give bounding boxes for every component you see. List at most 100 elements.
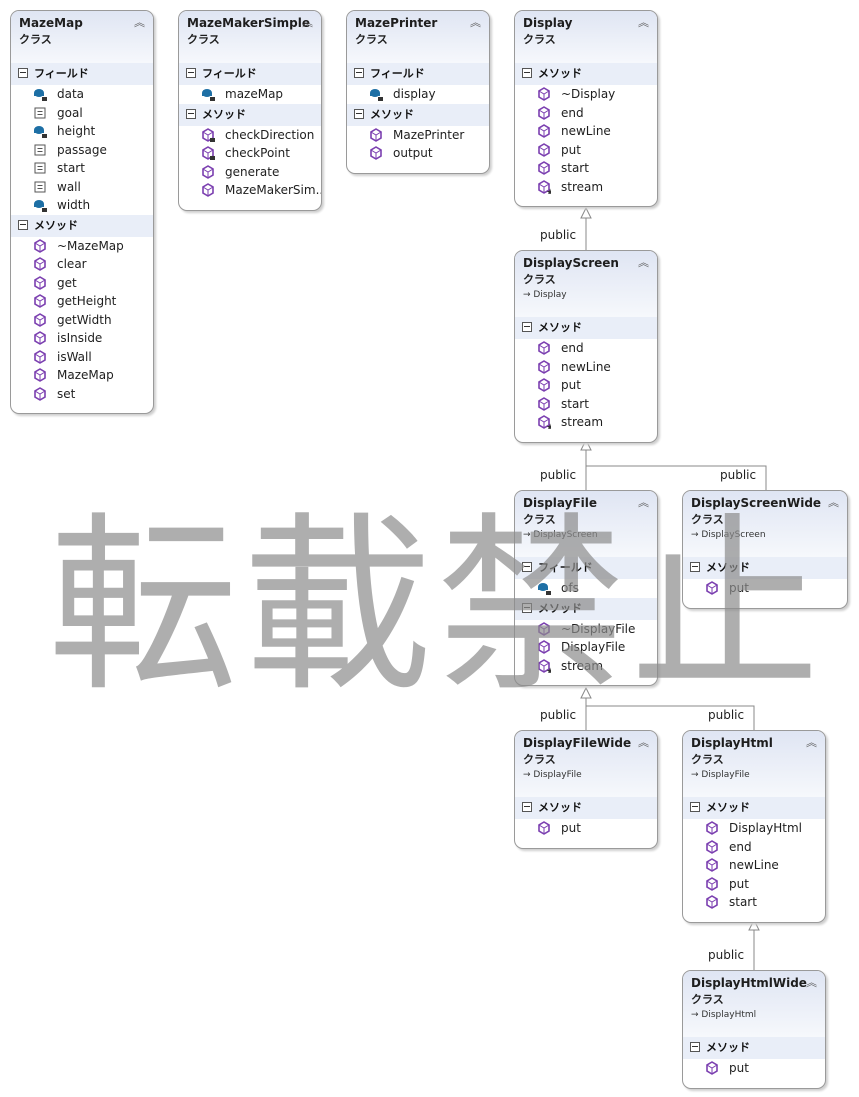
section-methods[interactable]: メソッド <box>683 1037 825 1059</box>
member-item[interactable]: isInside <box>11 329 153 348</box>
class-name: DisplayHtml <box>691 736 773 750</box>
collapse-icon[interactable]: ︽ <box>638 496 649 509</box>
member-item[interactable]: end <box>683 838 825 857</box>
member-item[interactable]: start <box>515 159 657 178</box>
member-item[interactable]: get <box>11 274 153 293</box>
member-item[interactable]: data <box>11 85 153 104</box>
member-item[interactable]: MazeMakerSim... <box>179 181 321 200</box>
section-methods[interactable]: メソッド <box>11 214 153 237</box>
section-methods[interactable]: メソッド <box>515 797 657 819</box>
member-item[interactable]: display <box>347 85 489 104</box>
section-methods[interactable]: メソッド <box>347 103 489 126</box>
collapse-toggle-icon[interactable] <box>522 68 532 78</box>
collapse-toggle-icon[interactable] <box>690 1042 700 1052</box>
member-item[interactable]: MazeMap <box>11 366 153 385</box>
collapse-toggle-icon[interactable] <box>354 108 364 119</box>
member-item[interactable]: newLine <box>515 358 657 377</box>
collapse-icon[interactable]: ︽ <box>638 16 649 29</box>
collapse-icon[interactable]: ︽ <box>806 976 817 989</box>
section-fields[interactable]: フィールド <box>11 63 153 85</box>
collapse-toggle-icon[interactable] <box>522 602 532 613</box>
member-item[interactable]: ★stream <box>515 413 657 432</box>
class-box-displayscreenwide[interactable]: DisplayScreenWide クラス → DisplayScreen ︽メ… <box>682 490 848 609</box>
member-item[interactable]: DisplayHtml <box>683 819 825 838</box>
member-item[interactable]: generate <box>179 163 321 182</box>
member-item[interactable]: ★stream <box>515 178 657 197</box>
member-item[interactable]: mazeMap <box>179 85 321 104</box>
member-item[interactable]: wall <box>11 178 153 197</box>
member-name: newLine <box>729 858 779 872</box>
member-item[interactable]: put <box>683 1059 825 1078</box>
collapse-icon[interactable]: ︽ <box>470 16 481 29</box>
member-item[interactable]: output <box>347 144 489 163</box>
member-item[interactable]: DisplayFile <box>515 638 657 657</box>
section-methods[interactable]: メソッド <box>515 317 657 339</box>
member-item[interactable]: width <box>11 196 153 215</box>
member-item[interactable]: checkDirection <box>179 126 321 145</box>
member-item[interactable]: start <box>515 395 657 414</box>
section-fields[interactable]: フィールド <box>179 63 321 85</box>
collapse-toggle-icon[interactable] <box>186 108 196 119</box>
collapse-toggle-icon[interactable] <box>690 802 700 812</box>
member-item[interactable]: passage <box>11 141 153 160</box>
member-item[interactable]: clear <box>11 255 153 274</box>
collapse-toggle-icon[interactable] <box>354 68 364 78</box>
member-item[interactable]: start <box>683 893 825 912</box>
member-item[interactable]: end <box>515 339 657 358</box>
section-fields[interactable]: フィールド <box>347 63 489 85</box>
section-methods[interactable]: メソッド <box>683 557 847 579</box>
collapse-toggle-icon[interactable] <box>18 219 28 230</box>
member-item[interactable]: ~DisplayFile <box>515 620 657 639</box>
member-item[interactable]: put <box>683 875 825 894</box>
member-item[interactable]: put <box>683 579 847 598</box>
member-item[interactable]: isWall <box>11 348 153 367</box>
member-item[interactable]: newLine <box>515 122 657 141</box>
collapse-toggle-icon[interactable] <box>186 68 196 78</box>
method-protected-icon: ★ <box>538 415 551 429</box>
member-item[interactable]: ~MazeMap <box>11 237 153 256</box>
collapse-icon[interactable]: ︽ <box>828 496 839 509</box>
member-item[interactable]: height <box>11 122 153 141</box>
section-methods[interactable]: メソッド <box>515 63 657 85</box>
member-item[interactable]: end <box>515 104 657 123</box>
member-item[interactable]: MazePrinter <box>347 126 489 145</box>
collapse-toggle-icon[interactable] <box>522 802 532 812</box>
member-item[interactable]: ofs <box>515 579 657 598</box>
collapse-toggle-icon[interactable] <box>690 562 700 572</box>
member-item[interactable]: goal <box>11 104 153 123</box>
section-fields[interactable]: フィールド <box>515 557 657 579</box>
member-item[interactable]: ★stream <box>515 657 657 676</box>
member-item[interactable]: ~Display <box>515 85 657 104</box>
member-item[interactable]: put <box>515 819 657 838</box>
collapse-icon[interactable]: ︽ <box>638 736 649 749</box>
member-item[interactable]: newLine <box>683 856 825 875</box>
member-item[interactable]: checkPoint <box>179 144 321 163</box>
field-private-icon <box>34 89 47 101</box>
member-item[interactable]: put <box>515 141 657 160</box>
section-methods[interactable]: メソッド <box>515 597 657 620</box>
member-item[interactable]: getWidth <box>11 311 153 330</box>
member-item[interactable]: start <box>11 159 153 178</box>
member-item[interactable]: set <box>11 385 153 404</box>
section-methods[interactable]: メソッド <box>179 103 321 126</box>
collapse-toggle-icon[interactable] <box>522 322 532 332</box>
collapse-icon[interactable]: ︽ <box>134 16 145 29</box>
collapse-toggle-icon[interactable] <box>18 68 28 78</box>
member-item[interactable]: getHeight <box>11 292 153 311</box>
section-methods[interactable]: メソッド <box>683 797 825 819</box>
member-item[interactable]: put <box>515 376 657 395</box>
collapse-icon[interactable]: ︽ <box>638 256 649 269</box>
collapse-toggle-icon[interactable] <box>522 562 532 572</box>
collapse-icon[interactable]: ︽ <box>806 736 817 749</box>
collapse-icon[interactable]: ︽ <box>302 16 313 29</box>
